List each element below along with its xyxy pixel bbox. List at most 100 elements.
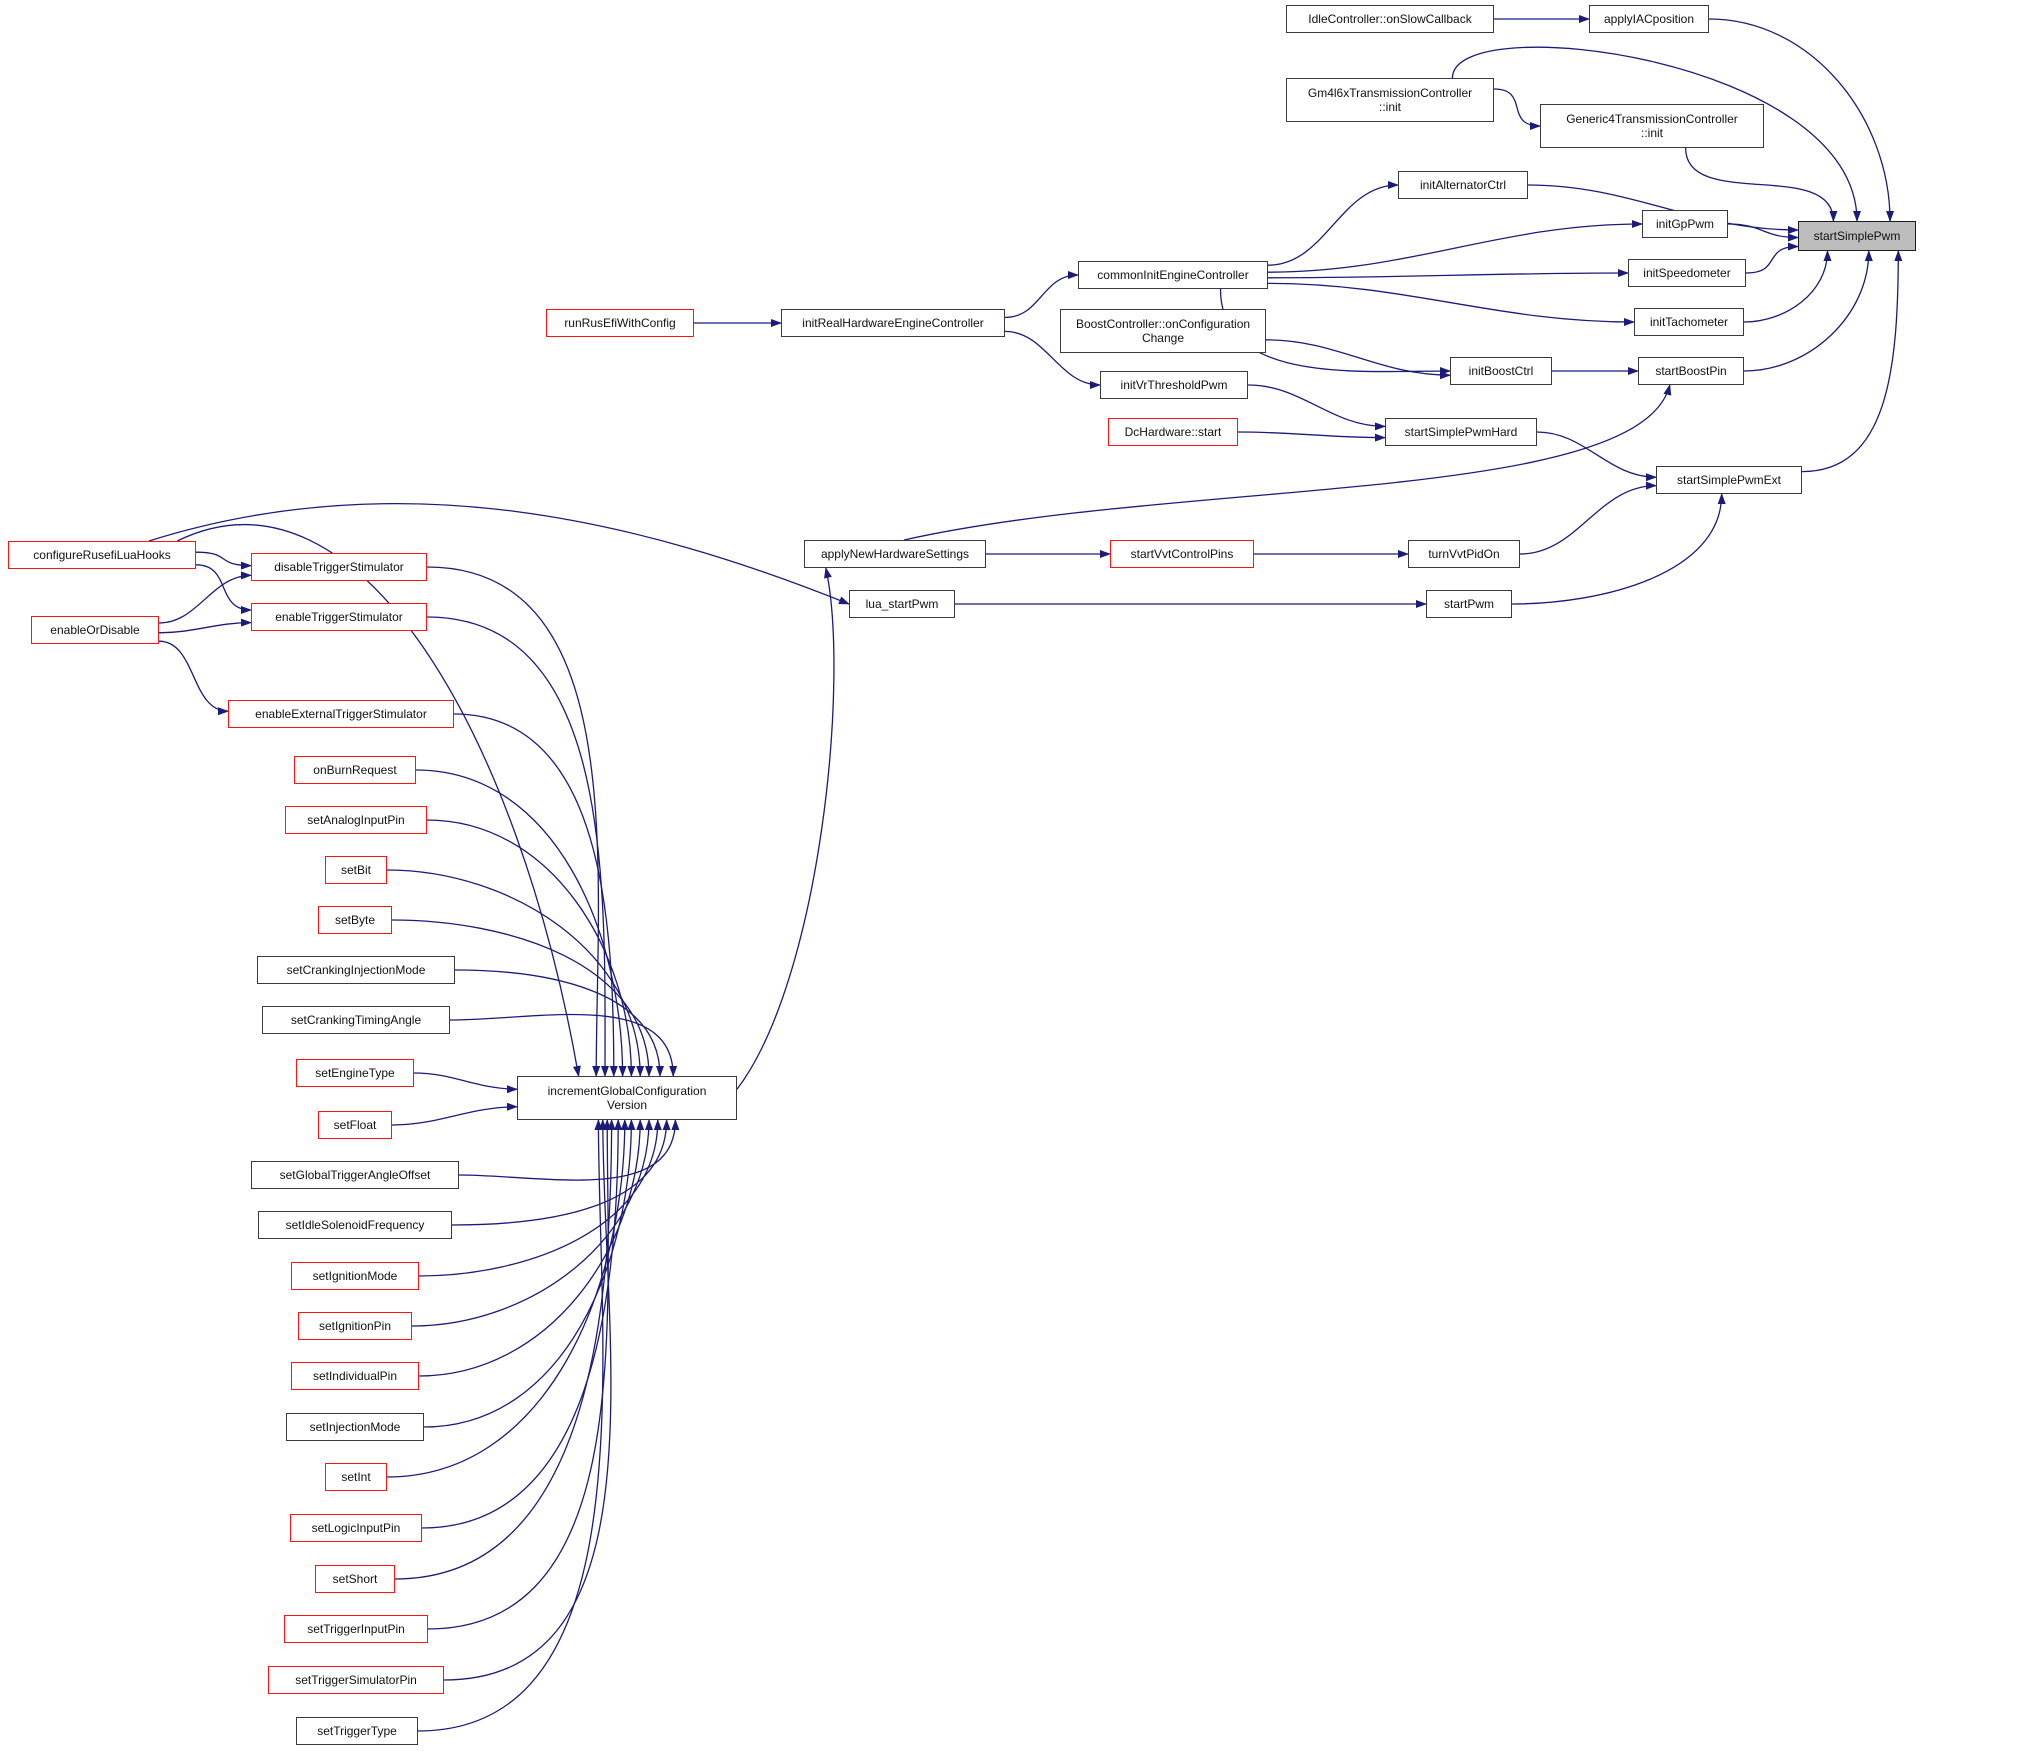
node-initBoostCtrl[interactable]: initBoostCtrl [1450,357,1552,385]
node-initRealHardwareEngineController[interactable]: initRealHardwareEngineController [781,309,1005,337]
node-label: enableTriggerStimulator [275,609,403,624]
node-label: setByte [334,912,376,927]
node-label: startSimplePwmExt [1676,472,1782,487]
node-setShort[interactable]: setShort [315,1565,395,1593]
node-setIndividualPin[interactable]: setIndividualPin [291,1362,419,1390]
node-label: setIndividualPin [312,1368,398,1383]
node-dcHardwareStart[interactable]: DcHardware::start [1108,418,1238,446]
node-label: setFloat [333,1117,377,1132]
edge-commonInitEngineController-initAlternatorCtrl [1267,181,1399,266]
node-setEngineType[interactable]: setEngineType [296,1059,414,1087]
node-label: setCrankingInjectionMode [286,962,426,977]
node-setCrankingInjectionMode[interactable]: setCrankingInjectionMode [257,956,455,984]
edge-enableOrDisable-enableExternalTriggerStimulator [158,640,229,716]
node-label: startPwm [1443,596,1494,611]
node-startBoostPin[interactable]: startBoostPin [1638,357,1744,385]
node-enableTriggerStimulator[interactable]: enableTriggerStimulator [251,603,427,631]
node-label: ::init [1640,126,1663,140]
edge-startSimplePwmExt-startSimplePwm [1801,250,1903,473]
node-idleOnSlowCallback[interactable]: IdleController::onSlowCallback [1286,5,1494,33]
node-initTachometer[interactable]: initTachometer [1634,308,1744,336]
node-setTriggerType[interactable]: setTriggerType [296,1717,418,1745]
node-setTriggerInputPin[interactable]: setTriggerInputPin [284,1615,428,1643]
node-generic4Init[interactable]: Generic4TransmissionController::init [1540,104,1764,148]
node-label: initSpeedometer [1643,265,1731,280]
node-setByte[interactable]: setByte [318,906,392,934]
edge-disableTriggerStimulator-incrementGlobalConfigurationVersion [426,566,601,1077]
node-label: startSimplePwmHard [1404,424,1518,439]
edge-turnVvtPidOn-startSimplePwmExt [1519,481,1657,555]
node-enableOrDisable[interactable]: enableOrDisable [31,616,159,644]
node-label: Version [606,1098,648,1112]
edge-initRealHardwareEngineController-initVrThresholdPwm [1004,330,1101,389]
edge-setFloat-incrementGlobalConfigurationVersion [391,1102,518,1126]
node-luaStartPwm[interactable]: lua_startPwm [849,590,955,618]
edge-startSimplePwmHard-startSimplePwmExt [1536,431,1657,482]
node-setIdleSolenoidFrequency[interactable]: setIdleSolenoidFrequency [258,1211,452,1239]
node-setInjectionMode[interactable]: setInjectionMode [286,1413,424,1441]
node-turnVvtPidOn[interactable]: turnVvtPidOn [1408,540,1520,568]
node-label: setTriggerSimulatorPin [295,1672,417,1687]
node-label: Generic4TransmissionController [1566,111,1738,126]
node-label: startVvtControlPins [1130,546,1234,561]
node-setTriggerSimulatorPin[interactable]: setTriggerSimulatorPin [268,1666,444,1694]
edge-dcHardwareStart-startSimplePwmHard [1237,431,1386,442]
node-configureRusefiLuaHooks[interactable]: configureRusefiLuaHooks [8,541,196,569]
edge-configureRusefiLuaHooks-luaStartPwm [148,502,850,605]
node-applyIACposition[interactable]: applyIACposition [1589,5,1709,33]
node-setAnalogInputPin[interactable]: setAnalogInputPin [285,806,427,834]
node-startSimplePwmExt[interactable]: startSimplePwmExt [1656,466,1802,494]
edge-setCrankingTimingAngle-incrementGlobalConfigurationVersion [449,1013,678,1077]
edge-setInjectionMode-incrementGlobalConfigurationVersion [423,1119,636,1428]
edge-setAnalogInputPin-incrementGlobalConfigurationVersion [426,819,636,1077]
node-applyNewHardwareSettings[interactable]: applyNewHardwareSettings [804,540,986,568]
node-onBurnRequest[interactable]: onBurnRequest [294,756,416,784]
edge-setBit-incrementGlobalConfigurationVersion [386,869,645,1077]
node-startVvtControlPins[interactable]: startVvtControlPins [1110,540,1254,568]
edge-initAlternatorCtrl-startSimplePwm [1527,184,1799,234]
node-label: configureRusefiLuaHooks [33,547,171,562]
node-setBit[interactable]: setBit [325,856,387,884]
node-label: setEngineType [315,1065,395,1080]
node-setFloat[interactable]: setFloat [318,1111,392,1139]
edge-incrementGlobalConfigurationVersion-applyNewHardwareSettings [736,567,835,1090]
node-label: setAnalogInputPin [307,812,405,827]
node-setCrankingTimingAngle[interactable]: setCrankingTimingAngle [262,1006,450,1034]
edge-enableExternalTriggerStimulator-incrementGlobalConfigurationVersion [453,713,618,1077]
node-setIgnitionMode[interactable]: setIgnitionMode [291,1262,419,1290]
node-setIgnitionPin[interactable]: setIgnitionPin [298,1312,412,1340]
node-label: setInjectionMode [309,1419,401,1434]
node-initVrThresholdPwm[interactable]: initVrThresholdPwm [1100,371,1248,399]
edge-enableTriggerStimulator-incrementGlobalConfigurationVersion [426,616,610,1077]
edge-boostOnConfigChange-initBoostCtrl [1265,339,1451,380]
edge-startBoostPin-startSimplePwm [1743,250,1873,372]
node-commonInitEngineController[interactable]: commonInitEngineController [1078,261,1268,289]
edge-gm4l6xInit-generic4Init [1493,88,1541,130]
node-initSpeedometer[interactable]: initSpeedometer [1628,259,1746,287]
node-initGpPwm[interactable]: initGpPwm [1642,210,1728,238]
edge-initRealHardwareEngineController-commonInitEngineController [1004,271,1079,319]
node-label: onBurnRequest [313,762,397,777]
node-gm4l6xInit[interactable]: Gm4l6xTransmissionController::init [1286,78,1494,122]
node-setGlobalTriggerAngleOffset[interactable]: setGlobalTriggerAngleOffset [251,1161,459,1189]
node-label: BoostController::onConfiguration [1075,316,1251,331]
node-label: lua_startPwm [865,596,939,611]
node-setInt[interactable]: setInt [325,1463,387,1491]
node-startPwm[interactable]: startPwm [1426,590,1512,618]
node-label: disableTriggerStimulator [274,559,404,574]
node-setLogicInputPin[interactable]: setLogicInputPin [290,1514,422,1542]
edge-setGlobalTriggerAngleOffset-incrementGlobalConfigurationVersion [458,1119,680,1181]
node-label: incrementGlobalConfiguration [547,1083,707,1098]
node-startSimplePwm[interactable]: startSimplePwm [1798,221,1916,251]
node-enableExternalTriggerStimulator[interactable]: enableExternalTriggerStimulator [228,700,454,728]
node-initAlternatorCtrl[interactable]: initAlternatorCtrl [1398,171,1528,199]
node-disableTriggerStimulator[interactable]: disableTriggerStimulator [251,553,427,581]
edge-gm4l6xInit-startSimplePwm [1451,46,1861,222]
node-runRusEfiWithConfig[interactable]: runRusEfiWithConfig [546,309,694,337]
node-label: setBit [340,862,371,877]
node-label: turnVvtPidOn [1428,546,1500,561]
node-startSimplePwmHard[interactable]: startSimplePwmHard [1385,418,1537,446]
edge-setTriggerSimulatorPin-incrementGlobalConfigurationVersion [443,1119,612,1681]
